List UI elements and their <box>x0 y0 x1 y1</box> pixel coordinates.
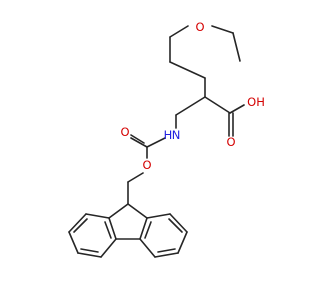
bond-thf-c3-c4 <box>232 32 241 62</box>
chemical-structure: O OH O N H O O <box>68 20 265 258</box>
bond-c9-to-left <box>108 203 129 219</box>
bond-lines <box>68 25 245 258</box>
bond-lbenz-5 <box>68 213 87 233</box>
bond-ester-o-to-ch2 <box>127 172 144 183</box>
bond-alpha-to-acid <box>204 96 231 114</box>
bond-rbenz-4 <box>177 231 188 254</box>
ester-oxygen-label: O <box>142 158 151 172</box>
bond-lbenz-2 <box>100 238 117 258</box>
bond-lbenz-1 <box>108 217 117 240</box>
bond-lbenz-inner-1 <box>104 221 112 239</box>
bond-rbenz-5 <box>169 213 188 233</box>
bond-n-to-carbonyl <box>146 137 166 148</box>
bond-rbenz-6 <box>146 213 171 219</box>
bond-alpha-to-ch2 <box>175 96 206 116</box>
carbonyl-oxygen-label: O <box>120 125 129 139</box>
bond-thf-c2-c3 <box>169 61 206 79</box>
bond-rbenz-inner-3 <box>168 218 183 233</box>
bond-lbenz-4 <box>68 231 79 254</box>
bond-rbenz-3 <box>154 252 179 258</box>
hydroxyl-label: OH <box>247 95 265 109</box>
nitrogen-h-label: H <box>164 128 173 142</box>
bond-lbenz-inner-3 <box>73 218 88 233</box>
bond-lbenz-3 <box>77 252 102 258</box>
acid-oxygen-label: O <box>226 135 235 149</box>
bond-thf-c4-o <box>211 25 234 34</box>
bond-acid-c-oh <box>229 104 245 114</box>
atom-labels: O OH O N H O O <box>120 20 264 172</box>
bond-rbenz-2 <box>139 238 156 258</box>
ring-oxygen-label: O <box>195 20 204 34</box>
bond-rbenz-1 <box>139 217 148 240</box>
bond-lbenz-6 <box>85 213 110 219</box>
bond-rbenz-inner-2 <box>157 248 176 253</box>
bond-thf-o-c5 <box>169 25 189 38</box>
bond-rbenz-inner-1 <box>144 221 152 239</box>
bond-carbonyl-o-b <box>130 134 145 144</box>
bond-carbonyl-o-a <box>130 137 148 148</box>
bond-c9-to-right <box>127 203 148 219</box>
bond-lbenz-inner-2 <box>80 248 99 253</box>
nitrogen-label: N <box>172 128 181 142</box>
